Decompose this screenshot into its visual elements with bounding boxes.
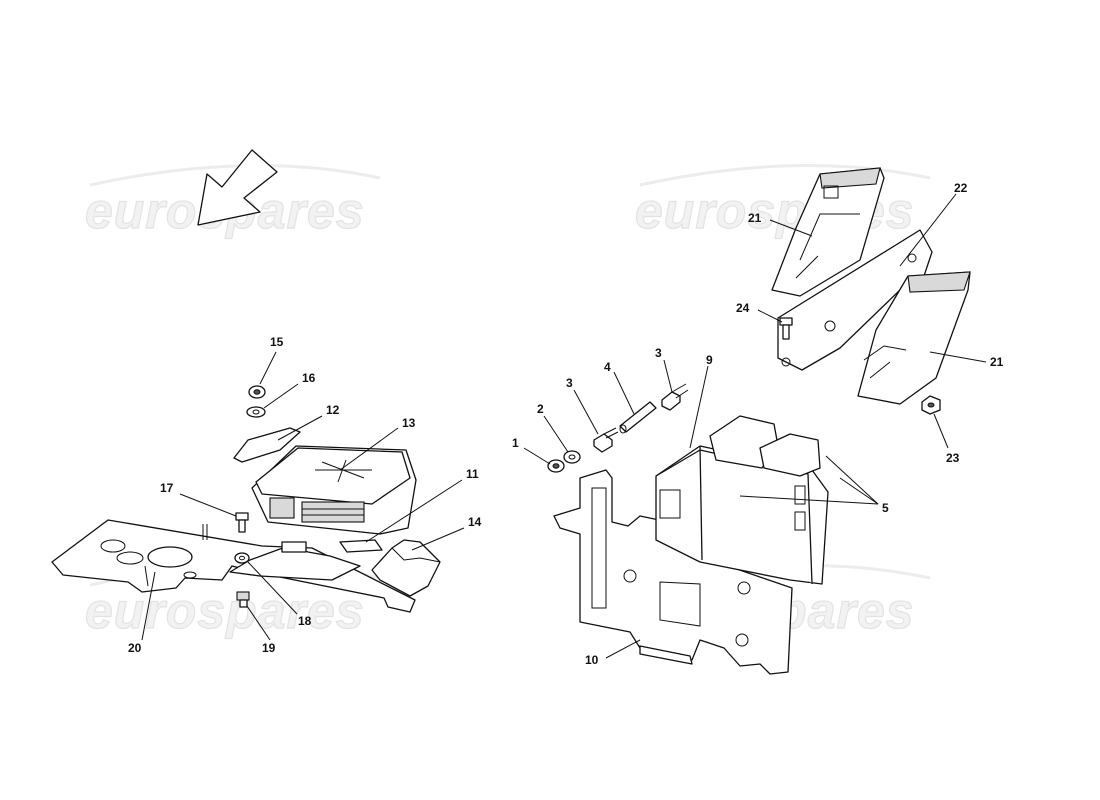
callout-22: 22: [954, 181, 968, 195]
part-18-bracket: [229, 541, 361, 581]
callout-12: 12: [326, 403, 340, 417]
part-3-stud-a: [593, 427, 619, 453]
part-16-washer: [246, 406, 266, 418]
callout-23: 23: [946, 451, 960, 465]
part-21-lower-box: [857, 271, 971, 405]
callout-21-lower: 21: [990, 355, 1004, 369]
part-3-stud-b: [661, 383, 689, 411]
part-21-upper-box: [771, 167, 885, 297]
callout-5: 5: [882, 501, 889, 515]
callout-3-left: 3: [566, 376, 573, 390]
callout-labels: 15 16 12 13 11 14 17 18 19 20 1 2 3 4 3 …: [128, 181, 1004, 667]
callout-10: 10: [585, 653, 599, 667]
part-2-washer: [563, 450, 581, 464]
part-13-ecu: [251, 445, 417, 535]
callout-14: 14: [468, 515, 482, 529]
callout-4: 4: [604, 360, 611, 374]
callout-20: 20: [128, 641, 142, 655]
part-23-nut: [921, 395, 941, 415]
callout-15: 15: [270, 335, 284, 349]
part-15-nut: [248, 385, 266, 399]
part-17-bolt: [235, 512, 249, 533]
part-4-spacer: [619, 401, 657, 434]
callout-1: 1: [512, 436, 519, 450]
direction-arrow-icon: [197, 149, 278, 226]
part-19-bolt: [236, 591, 250, 608]
callout-2: 2: [537, 402, 544, 416]
callout-18: 18: [298, 614, 312, 628]
callout-21-upper: 21: [748, 211, 762, 225]
part-14-cover: [371, 539, 441, 597]
part-9-control-unit: [655, 415, 829, 585]
leader-lines: [141, 193, 987, 659]
watermark-text: eurospares: [85, 583, 365, 639]
part-10-bracket: [553, 469, 793, 675]
callout-3-right: 3: [655, 346, 662, 360]
callout-19: 19: [262, 641, 276, 655]
callout-9: 9: [706, 353, 713, 367]
callout-13: 13: [402, 416, 416, 430]
part-1-nut: [547, 459, 565, 473]
callout-11: 11: [466, 467, 479, 481]
part-11-pad: [339, 539, 383, 553]
callout-16: 16: [302, 371, 316, 385]
callout-24: 24: [736, 301, 750, 315]
part-18-washer: [234, 552, 250, 564]
callout-17: 17: [160, 481, 174, 495]
watermark-top-right: eurospares: [634, 164, 931, 240]
